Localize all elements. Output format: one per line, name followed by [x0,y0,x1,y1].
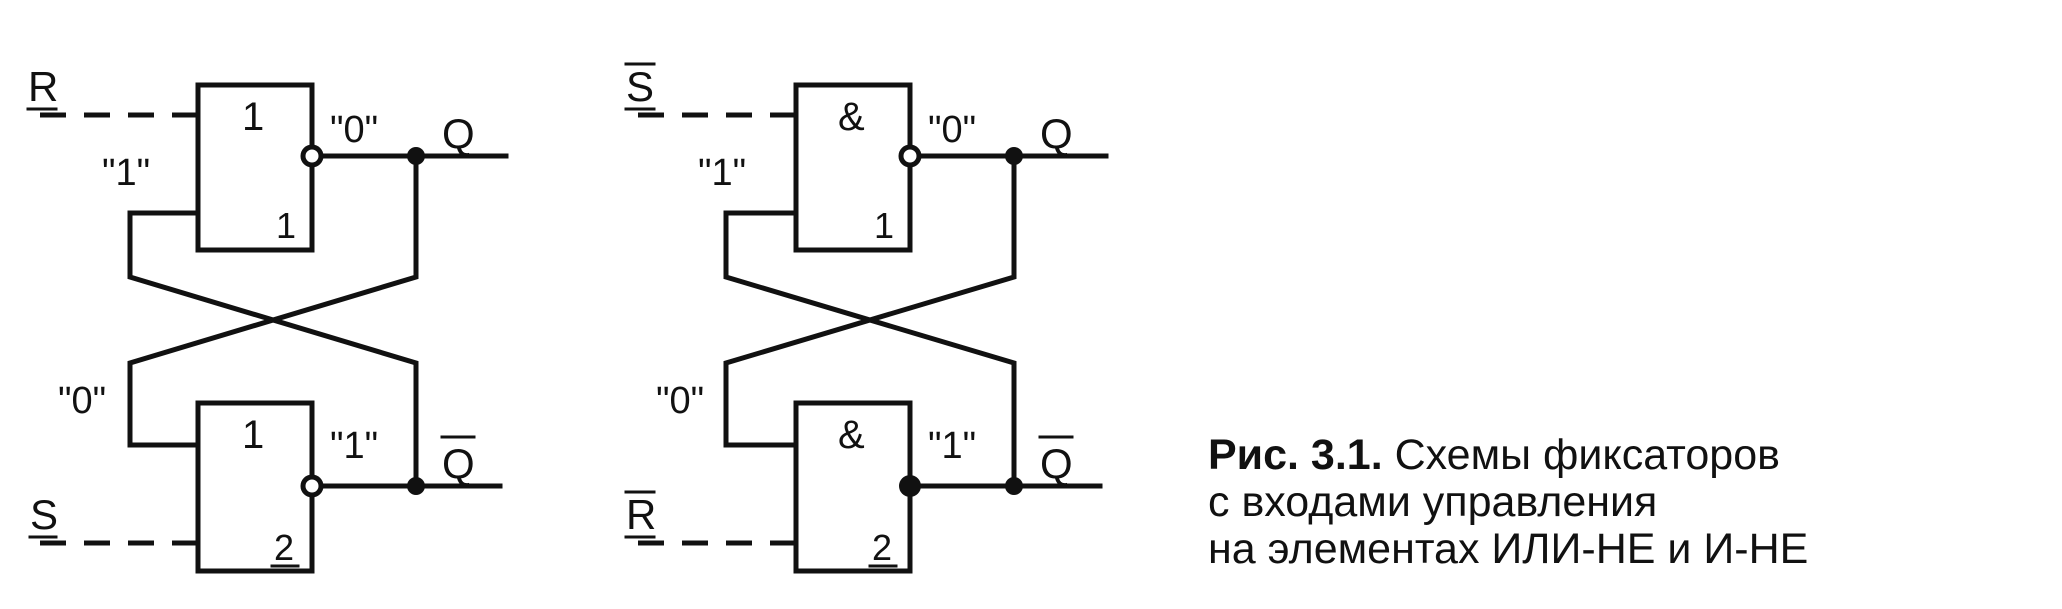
caption-label: Рис. 3.1. [1208,431,1383,479]
nor-latch-circuit: 1 1 1 2 R S Q Q "0" "1" "1" "0" [26,63,509,574]
junction-dot-bottom-right [1005,477,1023,495]
level-feedback-top: "1" [102,152,150,194]
gate-1-symbol-right: & [838,95,865,139]
input-r-label: R [28,63,58,110]
input-s-bar-label: S [626,63,654,110]
gate-1-inversion-bubble-right [898,144,922,168]
gate-2-inversion-bubble [300,474,324,498]
figure-caption: Рис. 3.1. Схемы фиксаторов с входами упр… [1208,432,1808,573]
level-feedback-top-right: "1" [698,152,746,194]
gate-1-box-right [793,82,913,253]
gate-2-inversion-bubble-right [899,475,921,497]
output-q-label-right: Q [1040,110,1073,157]
feedback-wire-to-gate1-right [723,210,1017,489]
level-output-top: "0" [330,109,378,151]
gate-2-index: 2 [274,527,294,568]
gate-1-inversion-bubble [300,144,324,168]
junction-dot-bottom [407,477,425,495]
level-feedback-bottom-right: "0" [656,380,704,422]
gate-2-index-right: 2 [872,527,892,568]
gate-1-index-right: 1 [874,205,894,246]
output-q-label: Q [442,110,475,157]
junction-dot-top-right [1005,147,1023,165]
level-output-bottom-right: "1" [928,425,976,467]
caption-line-2: с входами управления [1208,478,1658,526]
level-output-bottom: "1" [330,425,378,467]
gate-1-symbol: 1 [242,95,264,139]
feedback-wire-to-gate1 [127,210,419,489]
feedback-wire-to-gate2-right [723,153,1017,448]
junction-dot-top [407,147,425,165]
caption-line-1: Рис. 3.1. Схемы фиксаторов [1208,432,1808,479]
caption-line-3: на элементах ИЛИ-НЕ и И-НЕ [1208,525,1809,573]
input-s-label: S [30,491,58,538]
gate-2-symbol-right: & [838,413,865,457]
input-r-bar-label: R [626,491,656,538]
gate-1-index: 1 [276,205,296,246]
gate-2-symbol: 1 [242,413,264,457]
feedback-wire-to-gate2 [127,153,419,448]
nand-latch-circuit: & 1 & 2 S R Q Q "0" "1" "1" "0" [624,62,1109,574]
gate-2-box-right [793,400,913,574]
level-output-top-right: "0" [928,109,976,151]
level-feedback-bottom: "0" [58,380,106,422]
caption-text-1: Схемы фиксаторов [1394,431,1780,479]
output-q-bar-label-right: Q [1040,440,1073,487]
output-q-bar-label: Q [442,440,475,487]
